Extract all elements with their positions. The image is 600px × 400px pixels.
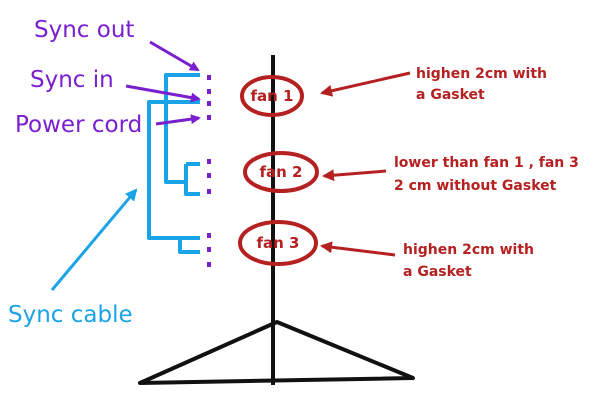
sync-cable-inner: [147, 100, 200, 240]
fan-1-arrow: [320, 71, 411, 97]
fan-1-note-line2: a Gasket: [416, 87, 485, 103]
dot-fan2-2: [207, 173, 211, 178]
stand-base: [138, 320, 415, 385]
dot-power: [207, 115, 211, 120]
fan-2-label: fan 2: [260, 163, 303, 181]
dot-sync-out-1: [207, 75, 211, 80]
sync-out-label: Sync out: [34, 17, 134, 43]
dot-fan2-3: [207, 189, 211, 194]
connector-dots: [207, 75, 211, 267]
fan-3-note-line2: a Gasket: [403, 264, 472, 280]
power-cord-arrow: [155, 114, 201, 126]
fan-2-arrow: [322, 169, 387, 182]
sync-in-arrow: [125, 84, 201, 103]
sync-cable-label: Sync cable: [8, 302, 133, 328]
fan-2-note-line1: lower than fan 1 , fan 3: [394, 155, 579, 171]
sync-cable-fan2-branch: [184, 164, 200, 196]
power-cord-label: Power cord: [15, 112, 142, 138]
sync-cable-arrow: [50, 188, 138, 291]
dot-fan2-1: [207, 159, 211, 164]
dot-sync-in: [207, 101, 211, 106]
sync-in-label: Sync in: [30, 67, 114, 93]
fan-3-note-line1: highen 2cm with: [403, 242, 534, 258]
sync-cable-fan3-branch: [178, 238, 200, 254]
dot-sync-out-2: [207, 89, 211, 94]
sync-cable-outer: [164, 73, 200, 184]
fan-2-ring: [243, 151, 319, 193]
fan-1-note-line1: highen 2cm with: [416, 66, 547, 82]
dot-fan3-1: [207, 233, 211, 238]
fan-1-label: fan 1: [251, 87, 294, 105]
sync-out-arrow: [149, 40, 200, 72]
fan-3-ring: [238, 220, 318, 266]
fan-3-label: fan 3: [257, 234, 300, 252]
dot-fan3-3: [207, 262, 211, 267]
dot-fan3-2: [207, 247, 211, 252]
fan-2-note-line2: 2 cm without Gasket: [394, 178, 557, 194]
sync-cable-tree: [147, 73, 200, 254]
fan-3-arrow: [320, 241, 396, 257]
fan-1-ring: [240, 75, 304, 117]
